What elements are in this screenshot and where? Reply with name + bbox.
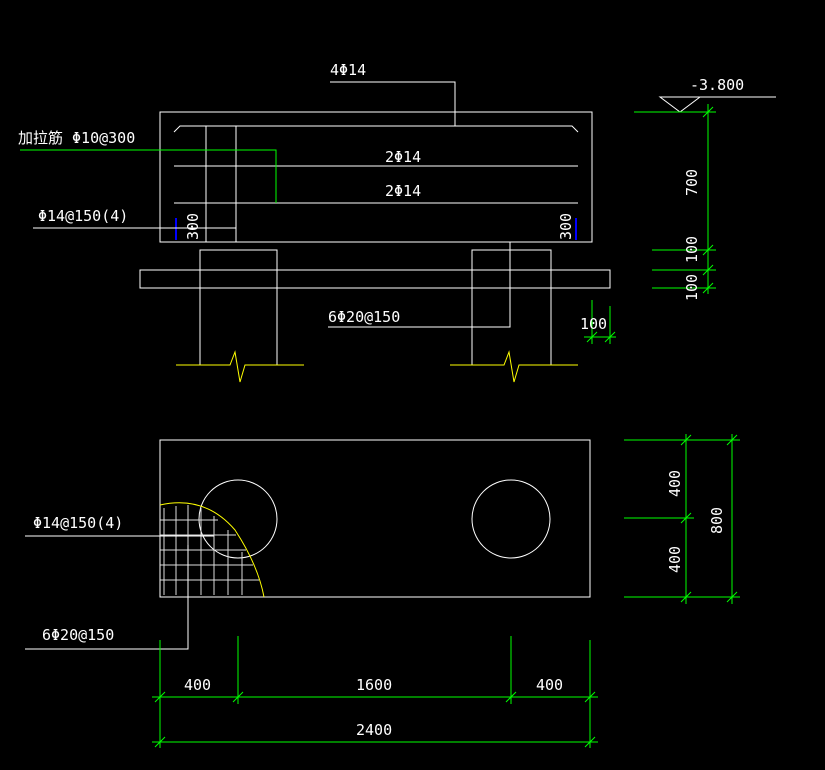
tick [726, 591, 738, 603]
label-bottom-bars: 6Φ20@150 [328, 308, 400, 326]
label-middle-bars-1: 2Φ14 [385, 148, 421, 166]
plan-view [25, 434, 740, 748]
tick [702, 282, 714, 294]
tick [680, 434, 692, 446]
beam-outline [159, 111, 593, 243]
label-elevation: -3.800 [690, 76, 744, 94]
label-top-bars: 4Φ14 [330, 61, 366, 79]
label-plan-right: 400 [536, 676, 563, 694]
label-plan-width: 800 [708, 507, 726, 534]
leader-plan-bottom-bars [25, 545, 189, 650]
tick [702, 244, 714, 256]
leader-tie-bars [20, 149, 277, 203]
label-tie-bars: 加拉筋 Φ10@300 [18, 129, 135, 147]
label-section-mark-right: 300 [557, 213, 575, 240]
label-plan-total: 2400 [356, 721, 392, 739]
label-stirrups: Φ14@150(4) [38, 207, 128, 225]
label-dim-step-2: 100 [683, 274, 701, 301]
tick [702, 106, 714, 118]
column-left [199, 249, 278, 365]
label-dim-depth: 700 [683, 169, 701, 196]
stirrup-outline [205, 125, 237, 243]
tick [586, 331, 598, 343]
tick [702, 264, 714, 276]
label-plan-half-2: 400 [666, 546, 684, 573]
top-bar-line [173, 125, 579, 133]
tick [726, 434, 738, 446]
tick [154, 691, 166, 703]
tick [505, 691, 517, 703]
tick [584, 691, 596, 703]
column-break-icon [176, 350, 304, 383]
section-view [20, 81, 611, 383]
tick [232, 691, 244, 703]
label-plan-half-1: 400 [666, 470, 684, 497]
label-section-mark-left: 300 [184, 213, 202, 240]
column-break-icon [450, 350, 578, 383]
label-dim-offset: 100 [580, 315, 607, 333]
foundation-slab [139, 269, 611, 289]
label-plan-stirrups: Φ14@150(4) [33, 514, 123, 532]
label-plan-left: 400 [184, 676, 211, 694]
pile-right [471, 479, 551, 559]
tick [680, 512, 692, 524]
column-right [471, 249, 552, 365]
label-plan-bottom-bars: 6Φ20@150 [42, 626, 114, 644]
label-plan-middle: 1600 [356, 676, 392, 694]
label-middle-bars-2: 2Φ14 [385, 182, 421, 200]
plan-outline [159, 439, 591, 598]
label-dim-step-1: 100 [683, 236, 701, 263]
tick [680, 591, 692, 603]
elevation-triangle-icon [658, 96, 702, 113]
elevation-group [584, 96, 776, 344]
leader-top-bars [330, 81, 456, 126]
tick [584, 736, 596, 748]
leader-bottom-bars [328, 242, 511, 328]
reinforcement-detail-boundary [159, 502, 265, 598]
tick [154, 736, 166, 748]
pile-left [198, 479, 278, 559]
tick [604, 331, 616, 343]
reinforcement-hatch [160, 505, 259, 595]
